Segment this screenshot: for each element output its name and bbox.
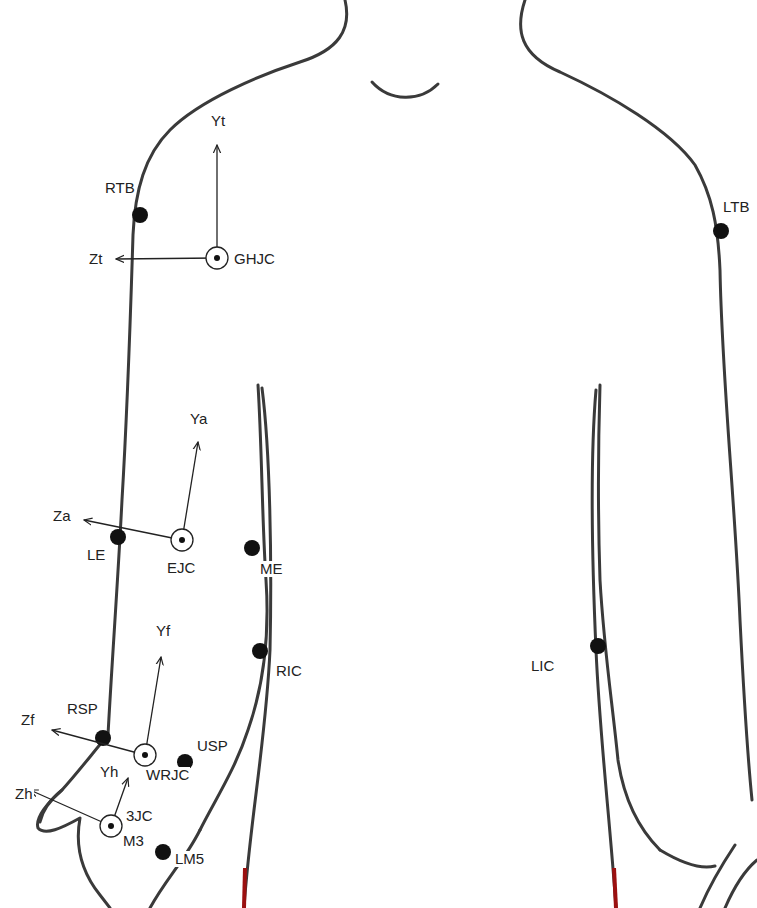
marker-label: RIC bbox=[275, 663, 303, 679]
joint-label: GHJC bbox=[233, 251, 276, 267]
axis-label: Za bbox=[52, 508, 72, 524]
marker-label: RTB bbox=[104, 180, 136, 196]
axis-arrows bbox=[30, 145, 217, 826]
axis-label: Yh bbox=[99, 764, 119, 780]
joint-label: WRJC bbox=[145, 767, 190, 783]
axis-label: Zt bbox=[88, 251, 103, 267]
edge-shading bbox=[244, 868, 616, 908]
axis-label: Zf bbox=[20, 712, 35, 728]
axis-label: Ya bbox=[189, 411, 208, 427]
joint-label: EJC bbox=[166, 560, 196, 576]
marker-label: LIC bbox=[530, 658, 555, 674]
marker-label: LTB bbox=[722, 199, 750, 215]
axis-label: Zh bbox=[14, 786, 34, 802]
marker-label: LE bbox=[86, 547, 106, 563]
axis-label: Yt bbox=[210, 113, 226, 129]
marker-label: RSP bbox=[66, 701, 99, 717]
marker-dots bbox=[95, 207, 729, 860]
marker-label: USP bbox=[196, 738, 229, 754]
marker-label: LM5 bbox=[174, 851, 205, 867]
marker-label: ME bbox=[259, 561, 284, 577]
joint-centres bbox=[100, 247, 228, 837]
marker-label: M3 bbox=[122, 833, 145, 849]
body-outline bbox=[37, 0, 757, 908]
axis-label: Yf bbox=[155, 623, 171, 639]
joint-label: 3JC bbox=[125, 808, 154, 824]
